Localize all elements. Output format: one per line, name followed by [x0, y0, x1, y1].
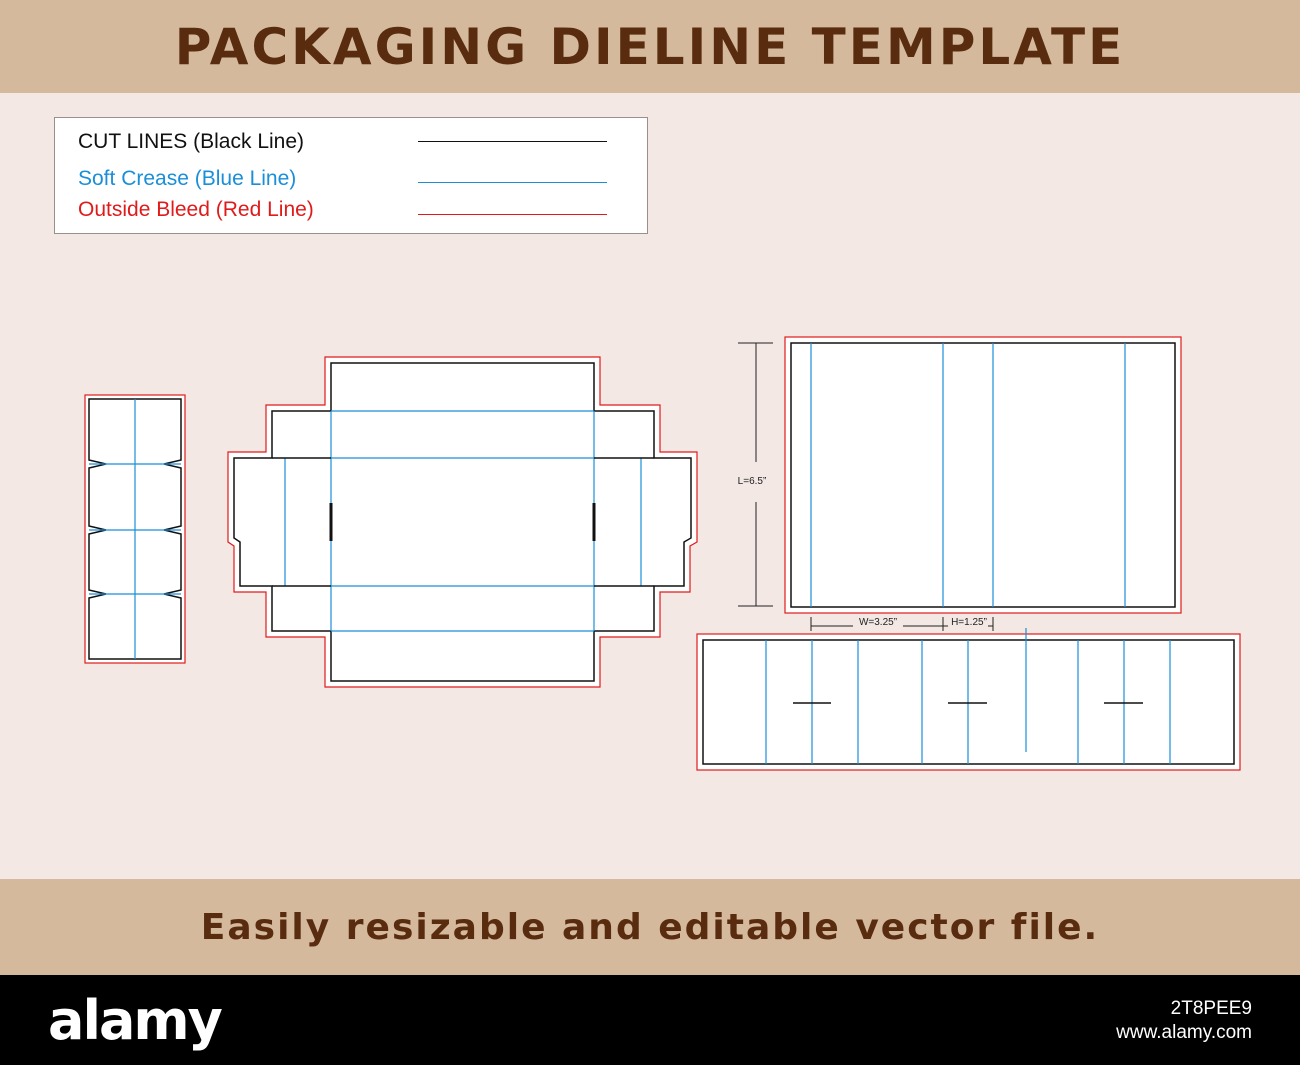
width-label: W=3.25”: [859, 617, 897, 628]
length-dimension: L=6.5”: [738, 342, 773, 607]
legend-swatch-bleed: [418, 214, 607, 215]
width-height-dimension: W=3.25” H=1.25”: [810, 617, 994, 631]
brand-logo: alamy: [48, 989, 223, 1052]
length-label: L=6.5”: [738, 476, 767, 487]
insert-strip-dieline: [84, 394, 186, 664]
watermark-bar: alamy 2T8PEE9 www.alamy.com: [0, 975, 1300, 1065]
legend-label-bleed: Outside Bleed (Red Line): [78, 198, 314, 221]
dieline-drawing: L=6.5” W=3.25” H=1.25”: [84, 336, 1241, 771]
image-id-label: 2T8PEE9: [1170, 998, 1252, 1019]
legend-swatch-crease: [418, 182, 607, 183]
height-label: H=1.25”: [951, 617, 987, 628]
footer-banner: Easily resizable and editable vector fil…: [0, 879, 1300, 975]
legend-label-cut: CUT LINES (Black Line): [78, 130, 305, 153]
header-banner: PACKAGING DIELINE TEMPLATE: [0, 0, 1300, 93]
legend-label-crease: Soft Crease (Blue Line): [78, 167, 297, 190]
dieline-canvas: CUT LINES (Black Line) Soft Crease (Blue…: [0, 93, 1300, 879]
site-url-label: www.alamy.com: [1116, 1022, 1252, 1043]
tray-dieline: [227, 356, 698, 688]
sleeve-dieline: [696, 628, 1241, 771]
footer-caption: Easily resizable and editable vector fil…: [200, 906, 1100, 948]
legend-swatch-cut: [418, 141, 607, 142]
page-title: PACKAGING DIELINE TEMPLATE: [174, 17, 1126, 76]
legend-box: CUT LINES (Black Line) Soft Crease (Blue…: [54, 117, 648, 234]
lid-dieline: [784, 336, 1182, 614]
